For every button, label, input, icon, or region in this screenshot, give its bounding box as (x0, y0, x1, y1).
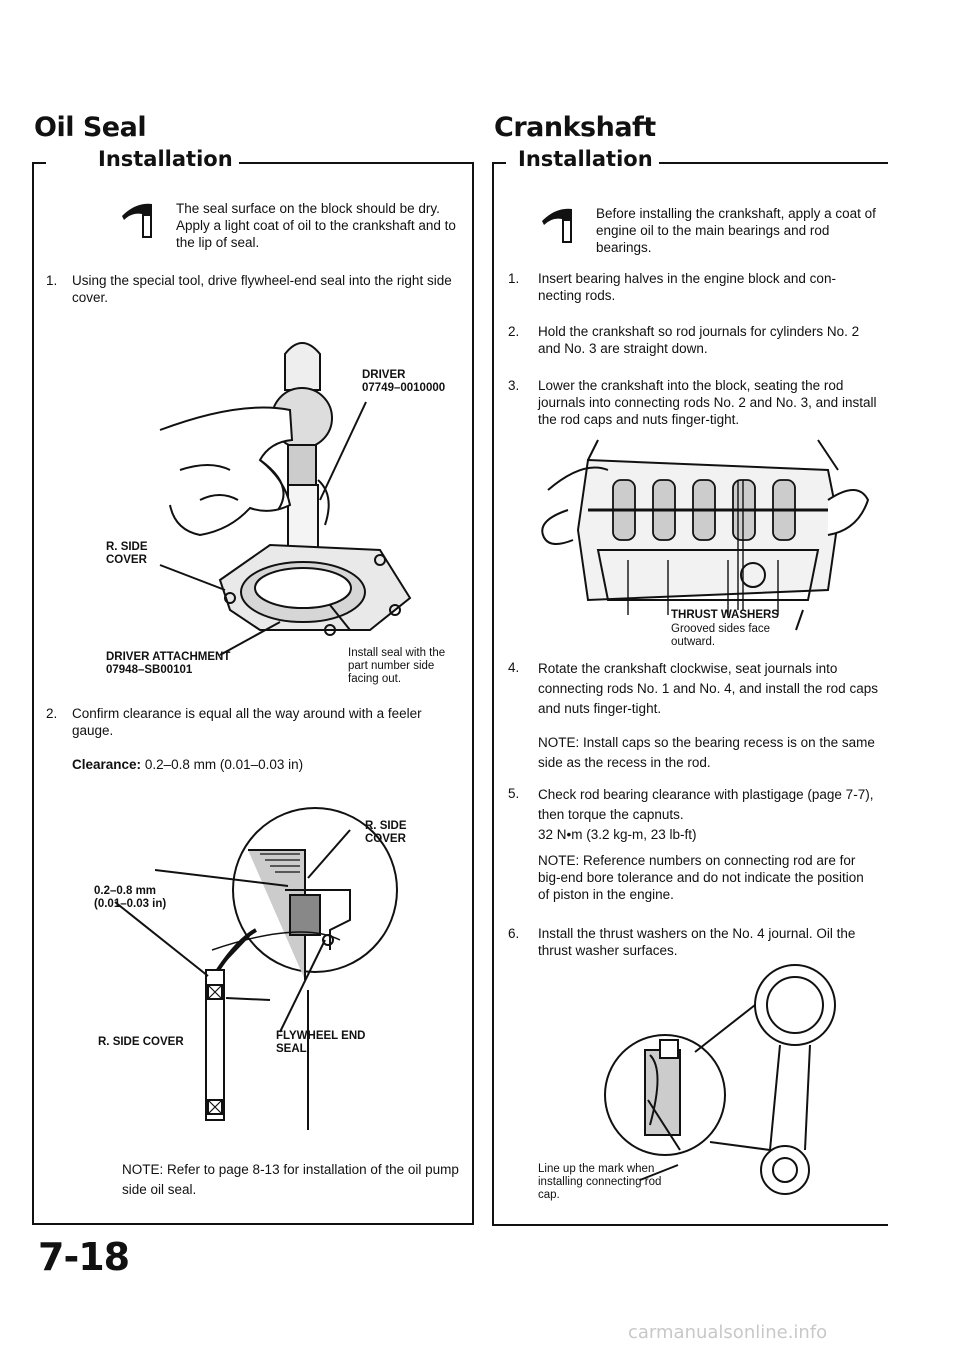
right-step6-text: Install the thrust washers on the No. 4 … (538, 926, 856, 958)
right-rule-b (636, 162, 888, 164)
left-rule-b (232, 162, 474, 164)
seal-clearance-detail (114, 807, 398, 1130)
grooved-sides-note: Grooved sides face outward. (671, 623, 771, 648)
flywheel-seal-label: FLYWHEEL END SEAL (276, 1030, 366, 1055)
right-bottom-rule (492, 1224, 888, 1226)
clearance-value: 0.2–0.8 mm (0.01–0.03 in) (144, 757, 304, 772)
driver-attachment-label: DRIVER ATTACHMENT 07948–SB00101 (106, 651, 231, 676)
left-step1-number: 1. (46, 273, 58, 288)
left-step1-text: Using the special tool, drive flywheel-e… (72, 273, 452, 305)
line-up-mark-note: Line up the mark when installing connect… (538, 1163, 662, 1201)
left-step2-number: 2. (46, 706, 58, 721)
right-rule-a (492, 162, 506, 164)
right-step4-text: Rotate the crankshaft clockwise, seat jo… (538, 661, 878, 716)
right-step6-number: 6. (508, 926, 520, 941)
seal-driver-illustration (159, 342, 412, 656)
right-step5-number: 5. (508, 786, 520, 801)
driver-label: DRIVER 07749–0010000 (362, 369, 446, 394)
note-icon (542, 208, 572, 243)
left-rule-a (32, 162, 46, 164)
right-step3-number: 3. (508, 378, 520, 393)
clearance-gap-label: 0.2–0.8 mm (0.01–0.03 in) (94, 885, 167, 910)
right-note5: NOTE: Reference numbers on connecting ro… (538, 853, 864, 902)
install-seal-note: Install seal with the part number side f… (348, 647, 446, 685)
left-title: Oil Seal (34, 112, 147, 143)
right-step2-text: Hold the crankshaft so rod journals for … (538, 324, 860, 356)
right-note-text: Before installing the crankshaft, apply … (596, 206, 876, 255)
rside-cover-label-1: R. SIDE COVER (106, 541, 148, 566)
left-frame (32, 162, 474, 1225)
right-step5-text: Check rod bearing clearance with plastig… (538, 787, 874, 842)
right-title: Crankshaft (494, 112, 656, 143)
rside-cover-label-2: R. SIDE COVER (365, 820, 407, 845)
left-note-text: The seal surface on the block should be … (176, 201, 456, 250)
right-section-heading: Installation (512, 147, 659, 171)
left-note-bottom: NOTE: Refer to page 8-13 for installatio… (122, 1162, 459, 1197)
rside-cover-label-3: R. SIDE COVER (98, 1036, 184, 1048)
right-step2-number: 2. (508, 324, 520, 339)
right-step3-text: Lower the crankshaft into the block, sea… (538, 378, 877, 427)
left-step2-text: Confirm clearance is equal all the way a… (72, 706, 422, 738)
right-step4-number: 4. (508, 660, 520, 675)
clearance-label: Clearance: (72, 757, 142, 772)
clearance-line: Clearance: 0.2–0.8 mm (0.01–0.03 in) (72, 756, 462, 773)
right-step1-number: 1. (508, 271, 520, 286)
watermark: carmanualsonline.info (628, 1322, 828, 1343)
thrust-washers-label: THRUST WASHERS (671, 609, 779, 621)
right-note4: NOTE: Install caps so the bearing recess… (538, 735, 875, 770)
note-icon (122, 203, 152, 238)
right-frame (492, 162, 494, 1225)
right-step1-text: Insert bearing halves in the engine bloc… (538, 271, 836, 303)
crankshaft-block-illustration (541, 439, 870, 631)
page-number: 7-18 (38, 1235, 130, 1279)
left-section-heading: Installation (92, 147, 239, 171)
connecting-rod-illustration (604, 964, 836, 1195)
